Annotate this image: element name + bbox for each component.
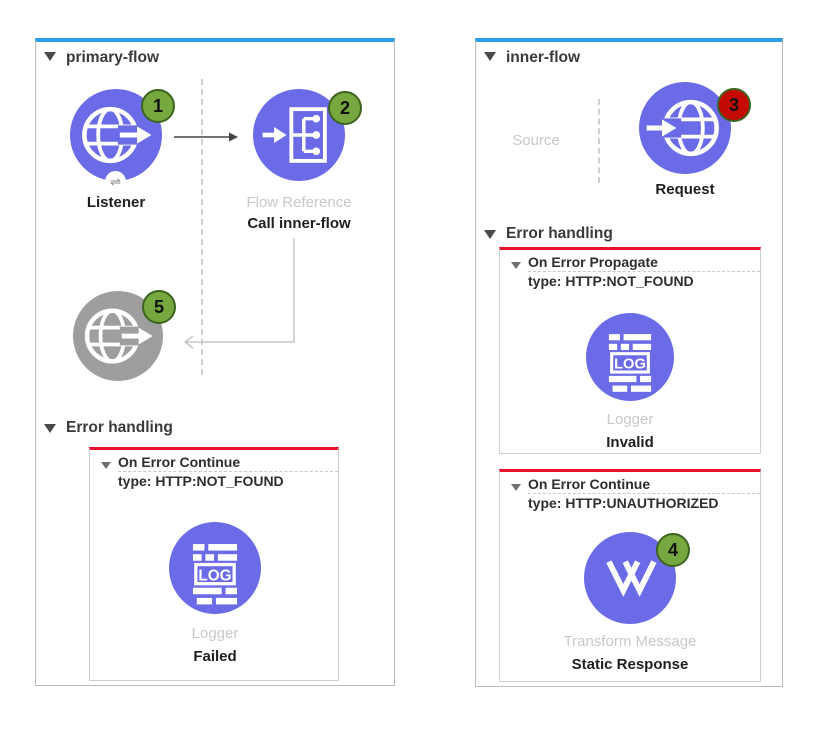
logger-node[interactable]: LOG	[169, 522, 261, 614]
globe-arrow-in-icon	[642, 99, 719, 157]
collapse-triangle-icon[interactable]	[484, 52, 496, 61]
svg-text:LOG: LOG	[614, 357, 646, 373]
svg-text:LOG: LOG	[198, 567, 231, 584]
error-scope-title: On Error Continue	[528, 476, 760, 494]
step-badge-5: 5	[142, 290, 176, 324]
source-process-divider	[201, 79, 203, 375]
dataweave-icon	[606, 560, 657, 597]
flow-reference-icon	[262, 107, 327, 163]
error-scope-type: type: HTTP:UNAUTHORIZED	[528, 495, 719, 511]
globe-arrow-out-icon	[82, 106, 155, 164]
error-handling-title: Error handling	[66, 419, 173, 436]
flow-reference-type-label: Flow Reference	[246, 194, 352, 211]
error-scope-type: type: HTTP:NOT_FOUND	[118, 473, 284, 489]
globe-arrow-out-icon	[84, 308, 156, 364]
request-label: Request	[655, 181, 715, 198]
disabled-http-listener-node[interactable]	[73, 291, 163, 381]
step-badge-1: 1	[141, 89, 175, 123]
logger-name-label: Invalid	[606, 434, 654, 451]
flow-container-primary-flow[interactable]: primary-flow ⇌ 1 Listener	[35, 38, 395, 686]
logger-icon: LOG	[608, 334, 652, 392]
http-request-node[interactable]	[639, 82, 731, 174]
flow-reference-name-label: Call inner-flow	[247, 215, 351, 232]
return-connector	[183, 238, 295, 349]
listener-label: Listener	[86, 194, 146, 211]
logger-type-label: Logger	[191, 625, 239, 642]
step-badge-2: 2	[328, 91, 362, 125]
on-error-continue-scope[interactable]: On Error Continue type: HTTP:NOT_FOUND L…	[89, 447, 339, 681]
error-scope-title: On Error Propagate	[528, 254, 760, 272]
collapse-triangle-icon[interactable]	[44, 424, 56, 433]
message-flow-arrow	[174, 132, 238, 142]
error-handling-title: Error handling	[506, 225, 613, 242]
step-badge-4: 4	[656, 533, 690, 567]
collapse-triangle-icon[interactable]	[101, 462, 111, 469]
step-badge-3: 3	[717, 88, 751, 122]
transform-name-label: Static Response	[571, 656, 689, 673]
collapse-triangle-icon[interactable]	[511, 484, 521, 491]
exchange-icon: ⇌	[105, 171, 126, 192]
error-scope-title: On Error Continue	[118, 454, 338, 472]
collapse-triangle-icon[interactable]	[44, 52, 56, 61]
logger-node[interactable]: LOG	[586, 313, 674, 401]
logger-name-label: Failed	[193, 648, 237, 665]
flow-container-inner-flow[interactable]: inner-flow Source 3 Request Error handli…	[475, 38, 783, 687]
flow-title: inner-flow	[506, 49, 581, 66]
on-error-propagate-scope[interactable]: On Error Propagate type: HTTP:NOT_FOUND …	[499, 247, 761, 454]
error-scope-type: type: HTTP:NOT_FOUND	[528, 273, 694, 289]
flow-title: primary-flow	[66, 49, 160, 66]
logger-type-label: Logger	[606, 411, 654, 428]
collapse-triangle-icon[interactable]	[484, 230, 496, 239]
source-placeholder-label: Source	[512, 132, 560, 149]
transform-type-label: Transform Message	[563, 633, 697, 650]
on-error-continue-scope[interactable]: On Error Continue type: HTTP:UNAUTHORIZE…	[499, 469, 761, 682]
logger-icon: LOG	[192, 544, 238, 605]
collapse-triangle-icon[interactable]	[511, 262, 521, 269]
flow-reference-node[interactable]	[253, 89, 345, 181]
source-process-divider	[598, 99, 600, 183]
